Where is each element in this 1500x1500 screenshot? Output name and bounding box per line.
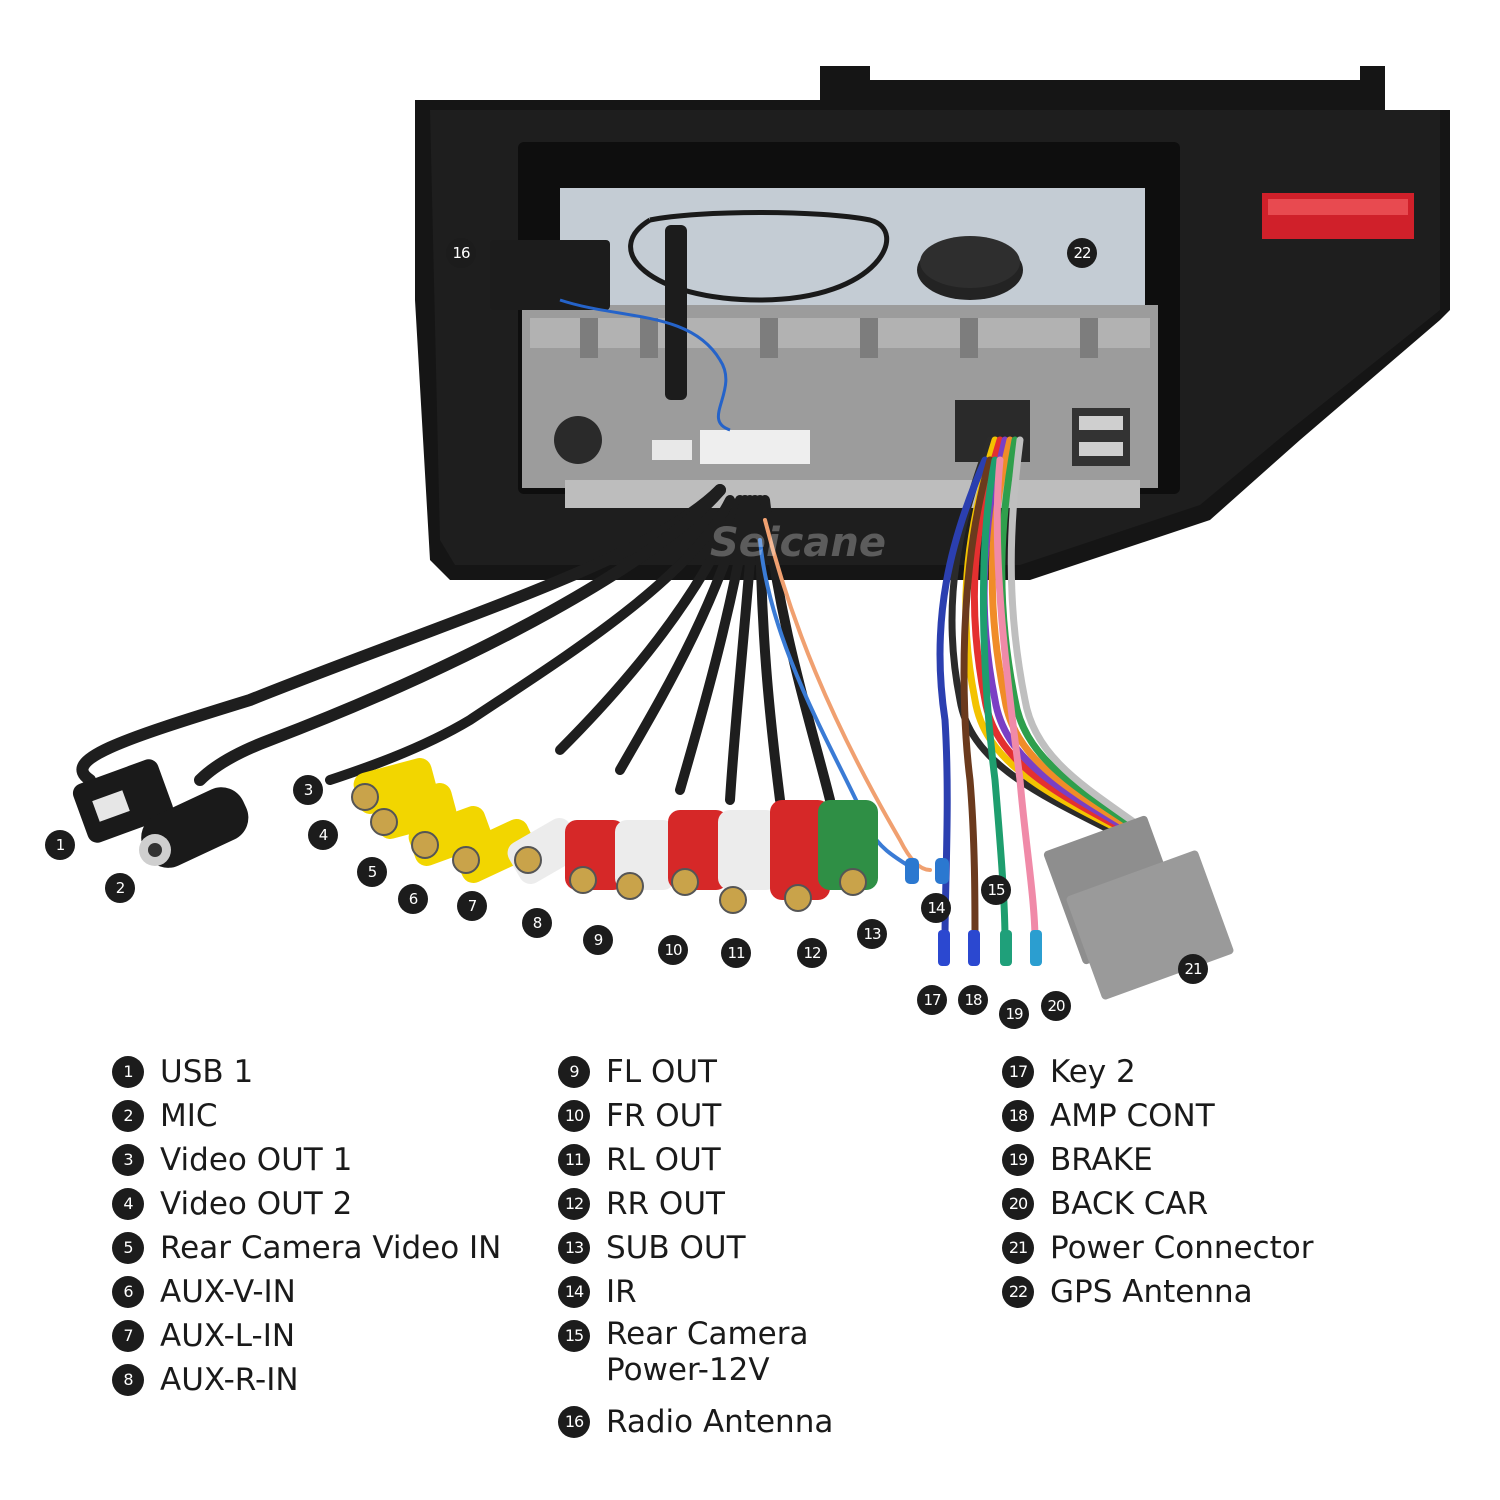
- legend-label: Video OUT 2: [160, 1186, 353, 1222]
- callout-17: 17: [917, 985, 947, 1015]
- legend-label: SUB OUT: [606, 1230, 746, 1266]
- legend-number: 3: [112, 1144, 144, 1176]
- legend-number: 21: [1002, 1232, 1034, 1264]
- legend-label: FR OUT: [606, 1098, 722, 1134]
- radio-antenna: [490, 225, 731, 432]
- rca-plugs: [351, 758, 878, 914]
- callout-5: 5: [357, 857, 387, 887]
- callout-14: 14: [921, 893, 951, 923]
- legend-number: 4: [112, 1188, 144, 1220]
- legend-number: 15: [558, 1320, 590, 1352]
- legend-label: Video OUT 1: [160, 1142, 353, 1178]
- callout-12: 12: [797, 938, 827, 968]
- legend-number: 7: [112, 1320, 144, 1352]
- callout-10: 10: [658, 935, 688, 965]
- callout-7: 7: [457, 891, 487, 921]
- legend-number: 8: [112, 1364, 144, 1396]
- callout-16: 16: [446, 238, 476, 268]
- callout-1: 1: [45, 830, 75, 860]
- legend-number: 22: [1002, 1276, 1034, 1308]
- legend-number: 18: [1002, 1100, 1034, 1132]
- wire-tips: [905, 858, 1042, 966]
- legend-label: AUX-L-IN: [160, 1318, 296, 1354]
- gps-antenna: [628, 210, 1023, 303]
- legend-label: AUX-R-IN: [160, 1362, 299, 1398]
- legend-label: AUX-V-IN: [160, 1274, 296, 1310]
- legend-number: 14: [558, 1276, 590, 1308]
- legend-label: AMP CONT: [1050, 1098, 1215, 1134]
- legend-number: 20: [1002, 1188, 1034, 1220]
- legend-number: 10: [558, 1100, 590, 1132]
- legend-number: 5: [112, 1232, 144, 1264]
- callout-19: 19: [999, 999, 1029, 1029]
- legend-label: Power Connector: [1050, 1230, 1314, 1266]
- legend-number: 1: [112, 1056, 144, 1088]
- legend-number: 12: [558, 1188, 590, 1220]
- callout-13: 13: [857, 919, 887, 949]
- legend-number: 17: [1002, 1056, 1034, 1088]
- legend-label: GPS Antenna: [1050, 1274, 1253, 1310]
- legend-number: 13: [558, 1232, 590, 1264]
- legend-label: Rear Camera Video IN: [160, 1230, 502, 1266]
- callout-22: 22: [1067, 238, 1097, 268]
- callout-9: 9: [583, 925, 613, 955]
- legend-label: USB 1: [160, 1054, 254, 1090]
- callout-3: 3: [293, 775, 323, 805]
- callout-15: 15: [981, 875, 1011, 905]
- legend-number: 6: [112, 1276, 144, 1308]
- callout-6: 6: [398, 884, 428, 914]
- legend-label: RL OUT: [606, 1142, 721, 1178]
- legend-label: Rear Camera Power-12V: [606, 1316, 809, 1388]
- callout-2: 2: [105, 873, 135, 903]
- callout-21: 21: [1178, 954, 1208, 984]
- legend-number: 19: [1002, 1144, 1034, 1176]
- legend-label: BRAKE: [1050, 1142, 1153, 1178]
- legend-label: Radio Antenna: [606, 1404, 834, 1440]
- legend-label: BACK CAR: [1050, 1186, 1209, 1222]
- callout-8: 8: [522, 908, 552, 938]
- callout-20: 20: [1041, 991, 1071, 1021]
- callout-18: 18: [958, 985, 988, 1015]
- legend-number: 9: [558, 1056, 590, 1088]
- legend-label: FL OUT: [606, 1054, 717, 1090]
- legend-number: 16: [558, 1406, 590, 1438]
- head-unit-wiring-photo: [72, 66, 1450, 1000]
- watermark-text: Seicane: [710, 520, 886, 566]
- callout-11: 11: [721, 938, 751, 968]
- radio-chassis: [522, 188, 1158, 508]
- mic-jack: [139, 787, 249, 868]
- legend-number: 11: [558, 1144, 590, 1176]
- legend-label: IR: [606, 1274, 637, 1310]
- callout-4: 4: [308, 820, 338, 850]
- legend-label: RR OUT: [606, 1186, 725, 1222]
- legend-number: 2: [112, 1100, 144, 1132]
- legend-label: Key 2: [1050, 1054, 1136, 1090]
- legend-label: MIC: [160, 1098, 218, 1134]
